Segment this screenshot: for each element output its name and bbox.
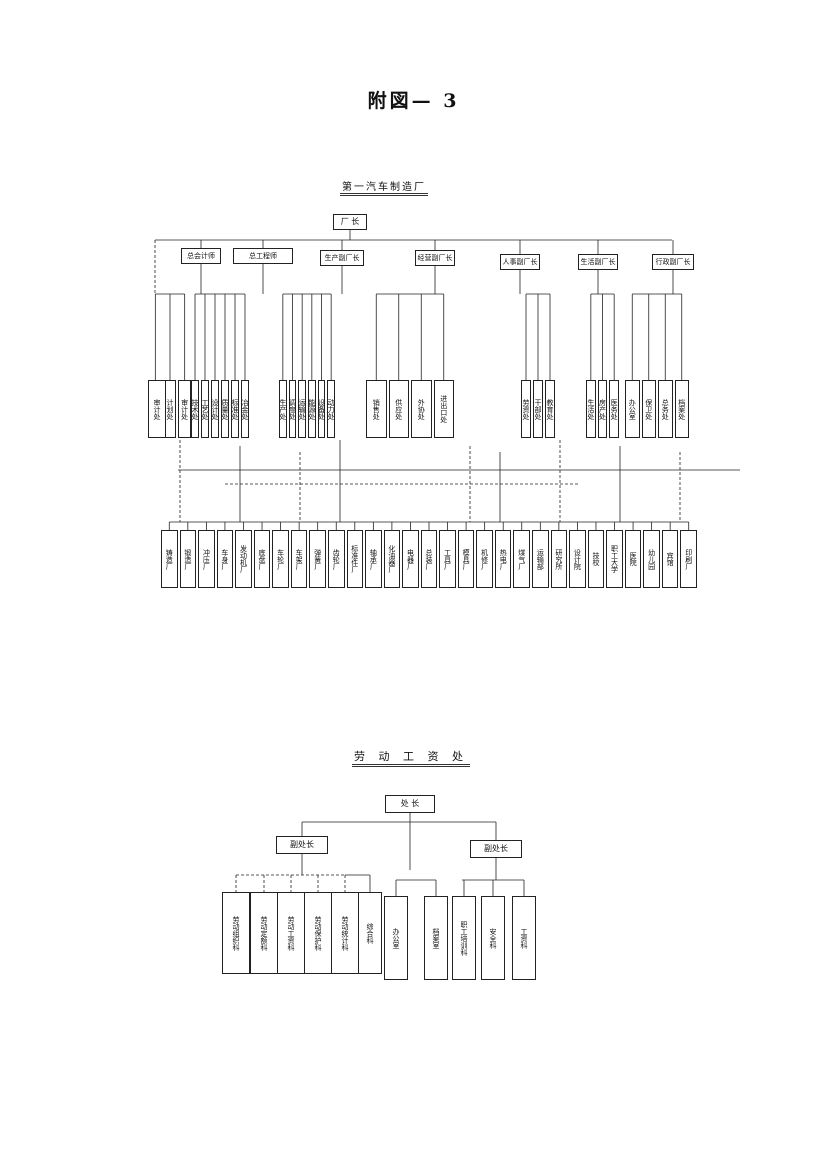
department-box: 生活处 xyxy=(586,380,596,438)
deputy-box: 生活副厂长 xyxy=(578,254,618,270)
unit-box: 轴承厂 xyxy=(365,530,382,588)
department-box: 调度处 xyxy=(288,380,297,438)
chart1-title: 第一汽车制造厂 xyxy=(340,178,428,196)
department-box: 外协处 xyxy=(411,380,432,438)
section-box: 劳动组织科 xyxy=(222,892,250,974)
department-box: 冶金处 xyxy=(241,380,249,438)
department-box: 销售处 xyxy=(366,380,387,438)
department-box: 技术处 xyxy=(191,380,199,438)
section-box: 综合科 xyxy=(358,892,382,974)
department-box: 保卫处 xyxy=(641,380,656,438)
department-box: 供应处 xyxy=(388,380,409,438)
unit-box: 技校 xyxy=(587,530,605,588)
unit-box: 总装厂 xyxy=(420,530,438,588)
department-box: 办公室 xyxy=(625,380,640,438)
department-box: 设备处 xyxy=(317,380,326,438)
unit-box: 齿轮厂 xyxy=(327,530,345,588)
department-box: 医务处 xyxy=(609,380,619,438)
unit-box: 化油器厂 xyxy=(383,530,401,588)
unit-box: 运输部 xyxy=(532,530,549,588)
unit-box: 医院 xyxy=(624,530,642,588)
unit-box: 研究所 xyxy=(550,530,568,588)
unit-box: 铸造厂 xyxy=(161,530,178,588)
unit-box: 职工大学 xyxy=(606,530,623,588)
unit-box: 车轮厂 xyxy=(272,530,289,588)
unit-box: 模具厂 xyxy=(457,530,475,588)
unit-box: 工具厂 xyxy=(439,530,456,588)
deputy-box: 总工程师 xyxy=(233,248,293,264)
department-box: 运输处 xyxy=(298,380,306,438)
unit-box: 冲压厂 xyxy=(198,530,215,588)
department-box: 能源处 xyxy=(308,380,316,438)
section-box: 工资科 xyxy=(512,896,536,980)
unit-box: 车身厂 xyxy=(216,530,234,588)
unit-box: 弹簧厂 xyxy=(309,530,326,588)
section-box: 劳动工资科 xyxy=(277,892,305,974)
section-box: 劳动保护科 xyxy=(304,892,332,974)
department-box: 总务处 xyxy=(658,380,673,438)
unit-box: 设计院 xyxy=(569,530,586,588)
department-box: 设计处 xyxy=(211,380,219,438)
department-box: 生产处 xyxy=(279,380,287,438)
department-box: 质量处 xyxy=(221,380,229,438)
deputy-box: 生产副厂长 xyxy=(320,250,364,266)
department-box: 工艺处 xyxy=(201,380,209,438)
unit-box: 锻造厂 xyxy=(179,530,197,588)
department-box: 房产处 xyxy=(597,380,608,438)
section-box: 档案室 xyxy=(424,896,448,980)
deputy-box: 总会计师 xyxy=(181,248,221,264)
director-box: 厂 长 xyxy=(333,214,367,230)
department-box: 审计处 xyxy=(178,380,191,438)
page-title: 附図— 3 xyxy=(367,90,460,112)
department-box: 动力处 xyxy=(327,380,335,438)
unit-box: 标准件厂 xyxy=(346,530,364,588)
chief-box: 处 长 xyxy=(385,795,435,813)
department-box: 进出口处 xyxy=(433,380,454,438)
unit-box: 幼儿园 xyxy=(643,530,660,588)
unit-box: 发动机厂 xyxy=(235,530,252,588)
department-box: 档案处 xyxy=(674,380,689,438)
unit-box: 底盘厂 xyxy=(253,530,271,588)
unit-box: 煤气厂 xyxy=(513,530,531,588)
unit-box: 电器厂 xyxy=(402,530,419,588)
section-box: 劳动定额科 xyxy=(250,892,278,974)
unit-box: 机修厂 xyxy=(476,530,493,588)
department-box: 劳资处 xyxy=(521,380,531,438)
department-box: 审计处 xyxy=(148,380,166,438)
section-box: 安全科 xyxy=(481,896,505,980)
section-box: 劳动统计科 xyxy=(331,892,359,974)
unit-box: 宾馆 xyxy=(661,530,679,588)
chart2-title: 劳 动 工 资 处 xyxy=(352,748,470,767)
department-box: 标准处 xyxy=(231,380,239,438)
deputy-chief-box: 副处长 xyxy=(470,840,522,858)
department-box: 教育处 xyxy=(545,380,555,438)
deputy-box: 人事副厂长 xyxy=(500,254,540,270)
unit-box: 车架厂 xyxy=(290,530,308,588)
unit-box: 热电厂 xyxy=(494,530,512,588)
unit-box: 印刷厂 xyxy=(680,530,697,588)
section-box: 职工培训科 xyxy=(452,896,476,980)
deputy-box: 行政副厂长 xyxy=(652,254,694,270)
deputy-chief-box: 副处长 xyxy=(276,836,328,854)
deputy-box: 经营副厂长 xyxy=(415,250,455,266)
section-box: 办公室 xyxy=(384,896,408,980)
department-box: 干部处 xyxy=(533,380,543,438)
